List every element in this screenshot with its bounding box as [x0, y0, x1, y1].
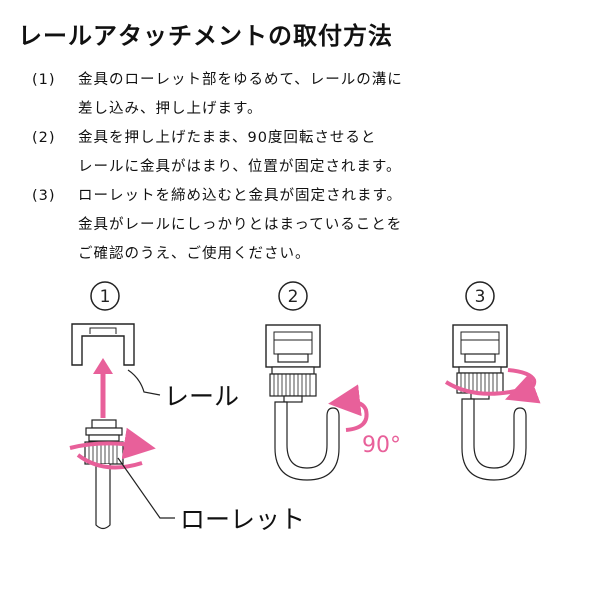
step-text: ご確認のうえ、ご使用ください。: [78, 246, 311, 262]
rotate-arrow-1: [69, 427, 156, 470]
knurl-label: ローレット: [180, 505, 305, 534]
rail-profile-1: [71, 323, 135, 366]
step-text: 金具がレールにしっかりとはまっていることを: [78, 217, 403, 233]
installation-diagram: 1 2 3 レール ローレット: [69, 281, 541, 534]
step-3-marker: 3: [465, 281, 495, 311]
step-text: 差し込み、押し上げます。: [78, 101, 263, 117]
step-3-label: 3: [475, 287, 486, 307]
step-2: (2) 金具を押し上げたまま、90度回転させると レールに金具がはまり、位置が固定…: [32, 124, 592, 182]
rail-callout-line: [127, 369, 161, 396]
step-2-label: 2: [288, 287, 299, 307]
step-number: (1): [32, 72, 56, 88]
step-number: (2): [32, 130, 56, 146]
step-text: 金具を押し上げたまま、90度回転させると: [78, 130, 377, 146]
fitting-1: [84, 419, 124, 530]
rail-label: レール: [164, 382, 239, 411]
fitting-2: [269, 353, 340, 481]
step-1: (1) 金具のローレット部をゆるめて、レールの溝に 差し込み、押し上げます。: [32, 66, 592, 124]
step-2-marker: 2: [278, 281, 308, 311]
page-title: レールアタッチメントの取付方法: [18, 22, 393, 50]
step-text: レールに金具がはまり、位置が固定されます。: [78, 159, 402, 175]
rotate-arrow-3: [444, 368, 541, 404]
instruction-steps: (1) 金具のローレット部をゆるめて、レールの溝に 差し込み、押し上げます。 (2…: [32, 66, 592, 269]
knurl-callout-line: [117, 457, 175, 519]
step-text: 金具のローレット部をゆるめて、レールの溝に: [78, 72, 403, 88]
step-1-label: 1: [100, 287, 111, 307]
insert-arrow: [93, 358, 113, 418]
step-1-marker: 1: [90, 281, 120, 311]
step-number: (3): [32, 188, 56, 204]
step-3: (3) ローレットを締め込むと金具が固定されます。 金具がレールにしっかりとはまっ…: [32, 182, 592, 269]
rotation-label: 90°: [362, 433, 401, 458]
step-text: ローレットを締め込むと金具が固定されます。: [78, 188, 403, 204]
rotate-arrow-2: [328, 384, 369, 432]
